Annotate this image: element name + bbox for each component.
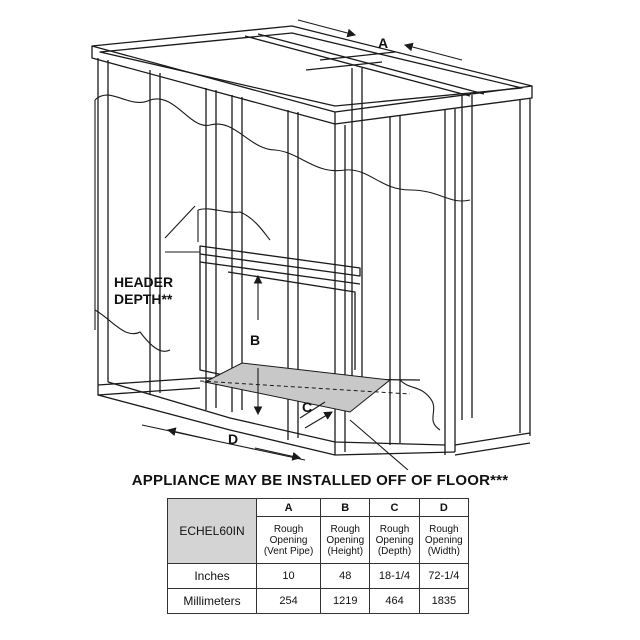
dimension-d-arrow-left xyxy=(166,427,213,441)
label-header-depth-line2: DEPTH** xyxy=(114,291,173,307)
table-row: Millimeters 254 1219 464 1835 xyxy=(167,588,470,614)
col-header-b: B xyxy=(320,498,371,517)
dimension-d-arrow-right xyxy=(254,447,302,461)
col-header-a: A xyxy=(255,498,322,517)
table-cell: 254 xyxy=(255,588,322,614)
floor-area xyxy=(203,362,392,413)
dimension-c-arrow xyxy=(304,411,333,429)
label-c: C xyxy=(302,399,312,415)
table-cell: 464 xyxy=(369,588,420,614)
label-b: B xyxy=(250,332,260,348)
label-d: D xyxy=(228,431,238,447)
table-cell: 72-1/4 xyxy=(418,563,470,589)
table-cell: 1835 xyxy=(418,588,470,614)
dimension-a-arrow-right xyxy=(403,42,463,61)
label-a: A xyxy=(378,35,388,51)
header-depth-dimension xyxy=(164,205,196,239)
table-cell: 18-1/4 xyxy=(369,563,420,589)
drywall-upper xyxy=(94,94,471,330)
col-header-d: D xyxy=(418,498,470,517)
floor-centerline xyxy=(199,380,411,395)
dimension-c-arrow2 xyxy=(299,401,326,419)
header-beam xyxy=(199,245,361,285)
label-header-depth-line1: HEADER xyxy=(114,274,173,290)
install-caption: APPLIANCE MAY BE INSTALLED OFF OF FLOOR*… xyxy=(131,472,509,489)
back-wall-studs xyxy=(351,68,473,420)
top-plate xyxy=(91,25,533,125)
framing-diagram: A B C D HEADER DEPTH** xyxy=(91,19,533,470)
col-header-c: C xyxy=(369,498,420,517)
table-cell: 48 xyxy=(320,563,371,589)
table-cell: 1219 xyxy=(320,588,371,614)
drywall-lower xyxy=(94,208,441,431)
firebox-opening xyxy=(199,262,356,377)
row-label-inches: Inches xyxy=(167,563,257,589)
table-header-row: ECHEL60IN A B C D xyxy=(167,498,470,564)
dimension-d-ext xyxy=(349,419,409,470)
row-label-millimeters: Millimeters xyxy=(167,588,257,614)
table-cell: 10 xyxy=(255,563,322,589)
table-row: Inches 10 48 18-1/4 72-1/4 xyxy=(167,563,470,589)
dimension-a-arrow-left xyxy=(297,19,357,38)
model-cell: ECHEL60IN xyxy=(167,498,257,564)
